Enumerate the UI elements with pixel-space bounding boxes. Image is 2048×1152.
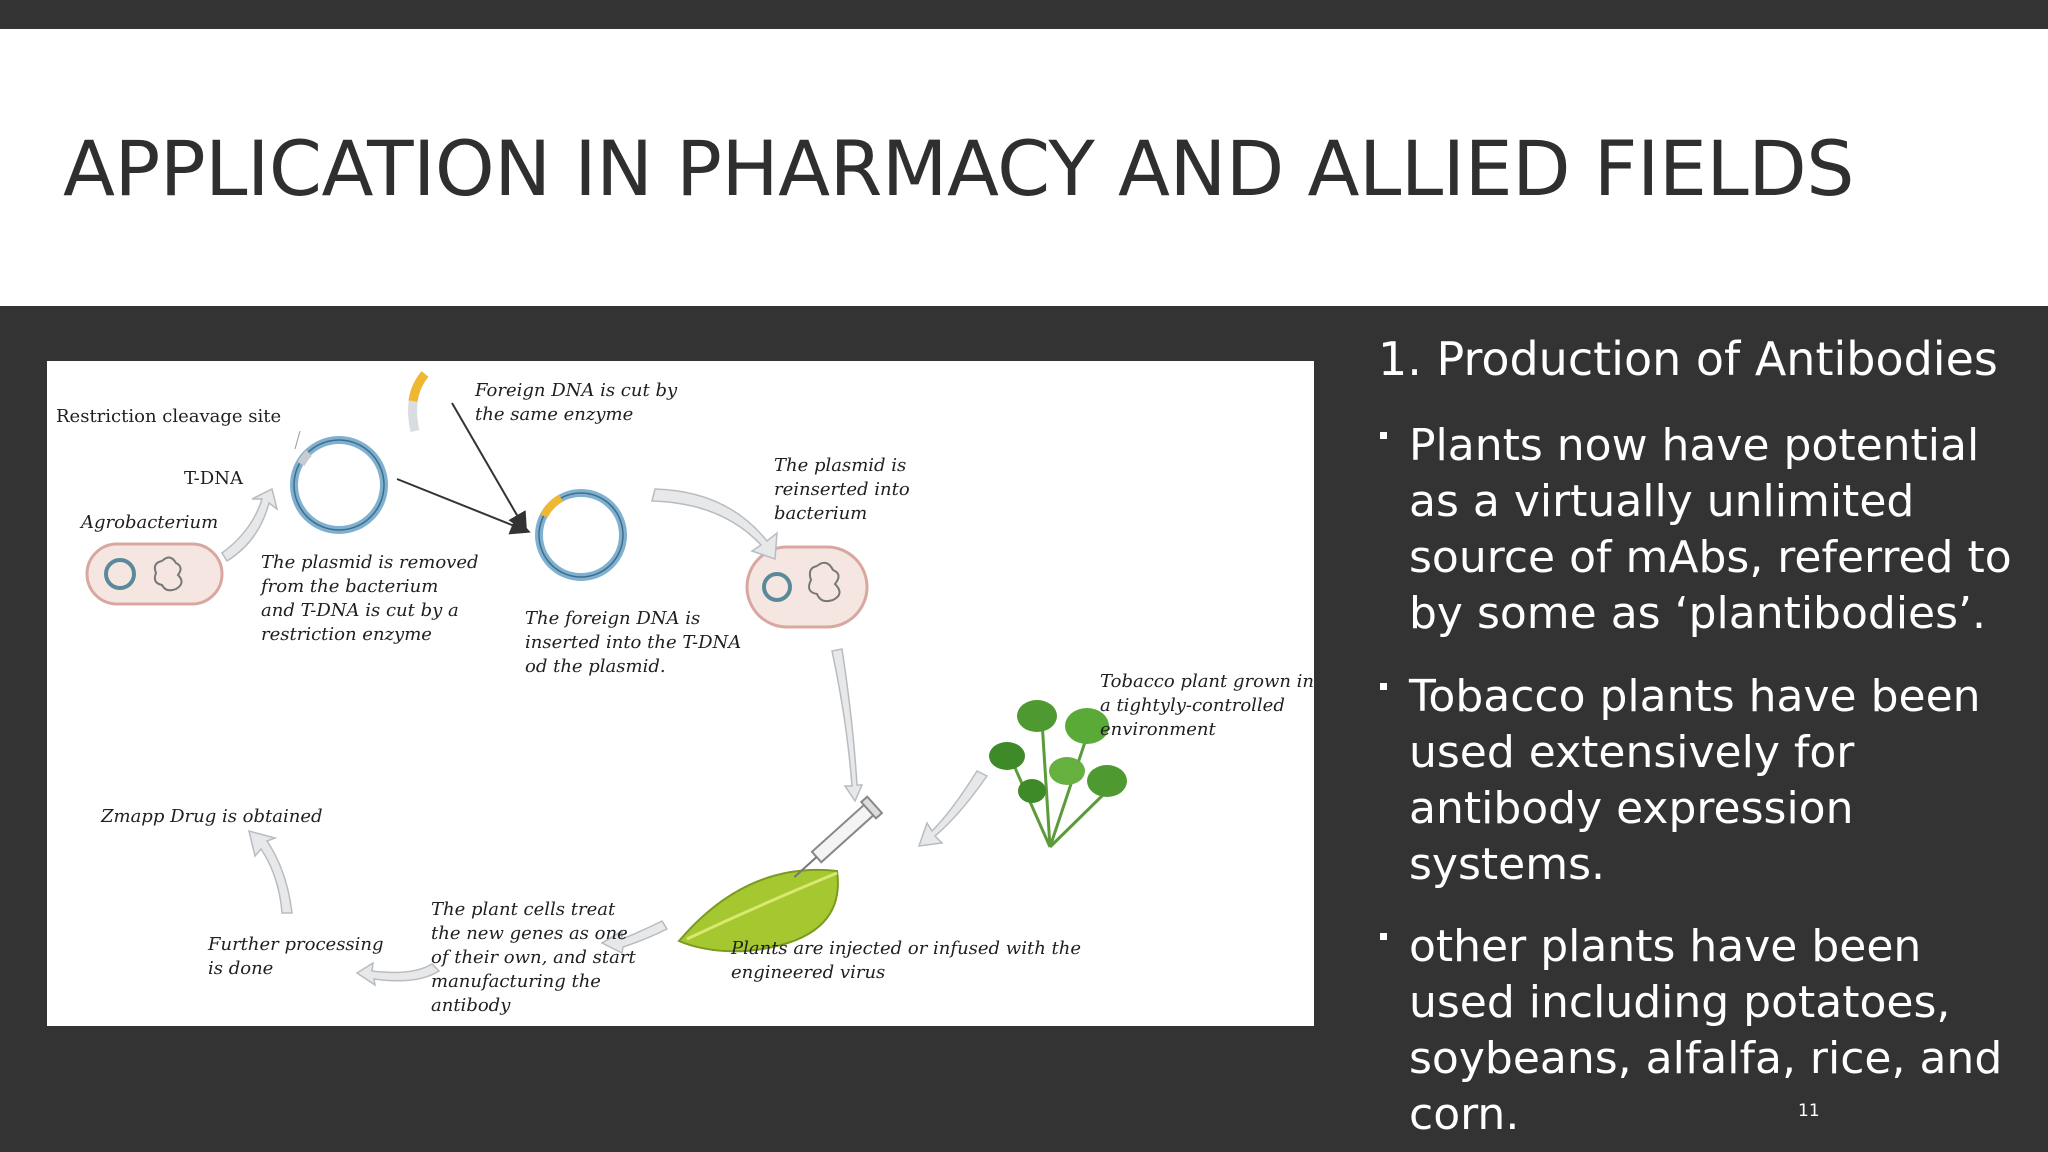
title-band: [0, 29, 2048, 306]
label-foreign-dna-inserted-3: od the plasmid.: [525, 656, 666, 677]
label-agrobacterium: Agrobacterium: [81, 512, 219, 533]
label-foreign-dna-cut-2: the same enzyme: [475, 404, 634, 425]
bullet-text: Tobacco plants have been used extensivel…: [1409, 671, 1981, 890]
label-plasmid-reinserted-3: bacterium: [774, 503, 868, 524]
label-further-processing-2: is done: [208, 958, 274, 979]
label-foreign-dna-cut-1: Foreign DNA is cut by: [475, 380, 678, 401]
label-injected-1: Plants are injected or infused with the: [731, 938, 1081, 959]
label-injected-2: engineered virus: [731, 962, 886, 983]
label-plasmid-removed-4: restriction enzyme: [261, 624, 432, 645]
bullet-icon: [1380, 933, 1387, 940]
label-plant-cells-3: of their own, and start: [431, 947, 636, 968]
slide-title: APPLICATION IN PHARMACY AND ALLIED FIELD…: [63, 124, 1855, 213]
leaf-syringe-icon: [677, 795, 884, 953]
label-tdna: T-DNA: [184, 468, 243, 489]
label-zmapp: Zmapp Drug is obtained: [101, 806, 323, 827]
recombinant-plasmid-icon: [535, 489, 627, 581]
recombinant-bacterium-icon: [745, 545, 869, 629]
bacterium-icon: [85, 542, 224, 606]
tobacco-plant-icon: [989, 700, 1127, 849]
label-plant-cells-2: the new genes as one: [431, 923, 628, 944]
label-plasmid-removed-2: from the bacterium: [261, 576, 439, 597]
label-tobacco-3: environment: [1100, 719, 1216, 740]
section-heading: 1. Production of Antibodies: [1378, 332, 1998, 386]
diagram-graphics: [85, 371, 1127, 987]
plasmid-icon: [290, 436, 388, 534]
label-plasmid-removed-3: and T-DNA is cut by a: [261, 600, 459, 621]
label-tobacco-1: Tobacco plant grown in: [1100, 671, 1315, 692]
foreign-dna-fragment-icon: [408, 371, 429, 433]
label-foreign-dna-inserted-1: The foreign DNA is: [525, 608, 701, 629]
diagram-figure: Restriction cleavage site T-DNA Agrobact…: [47, 361, 1314, 1026]
bullet-text: other plants have been used including po…: [1409, 921, 2003, 1140]
process-arrows: [220, 487, 989, 987]
leader-line: [294, 430, 301, 450]
bullet-icon: [1380, 683, 1387, 690]
bullet-icon: [1380, 432, 1387, 439]
black-arrow: [451, 402, 528, 533]
label-plasmid-removed-1: The plasmid is removed: [261, 552, 479, 573]
label-restriction-site: Restriction cleavage site: [56, 406, 282, 427]
label-plant-cells-1: The plant cells treat: [431, 899, 616, 920]
label-plant-cells-5: antibody: [431, 995, 511, 1016]
black-arrow: [396, 478, 531, 535]
label-foreign-dna-inserted-2: inserted into the T-DNA: [525, 632, 742, 653]
label-plasmid-reinserted-1: The plasmid is: [774, 455, 907, 476]
label-tobacco-2: a tightyly-controlled: [1100, 695, 1285, 716]
label-plant-cells-4: manufacturing the: [431, 971, 601, 992]
label-further-processing-1: Further processing: [208, 934, 384, 955]
page-number: 11: [1798, 1101, 1820, 1121]
bullet-text: Plants now have potential as a virtually…: [1409, 420, 2012, 639]
label-plasmid-reinserted-2: reinserted into: [774, 479, 910, 500]
